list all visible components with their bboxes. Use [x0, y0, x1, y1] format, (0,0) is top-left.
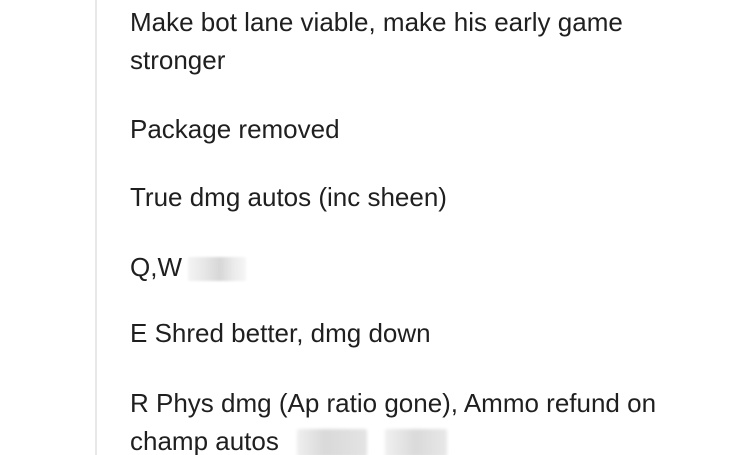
comment-line-r-phys-text: R Phys dmg (Ap ratio gone), Ammo refund …	[130, 388, 657, 455]
comment-line-bot-lane: Make bot lane viable, make his early gam…	[130, 7, 623, 75]
comment-line-r-phys: R Phys dmg (Ap ratio gone), Ammo refund …	[130, 384, 710, 455]
thread-indent-line	[95, 0, 97, 455]
comment-line-e-shred: E Shred better, dmg down	[130, 318, 431, 348]
comment-line-package: Package removed	[130, 114, 340, 144]
redacted-blur	[188, 257, 246, 282]
comment-line-true-dmg: True dmg autos (inc sheen)	[130, 182, 447, 212]
redacted-blur	[384, 429, 447, 455]
redacted-blur	[296, 429, 367, 455]
comment-line-qw-text: Q,W	[130, 252, 182, 282]
comment-line-qw: Q,W	[130, 248, 710, 286]
